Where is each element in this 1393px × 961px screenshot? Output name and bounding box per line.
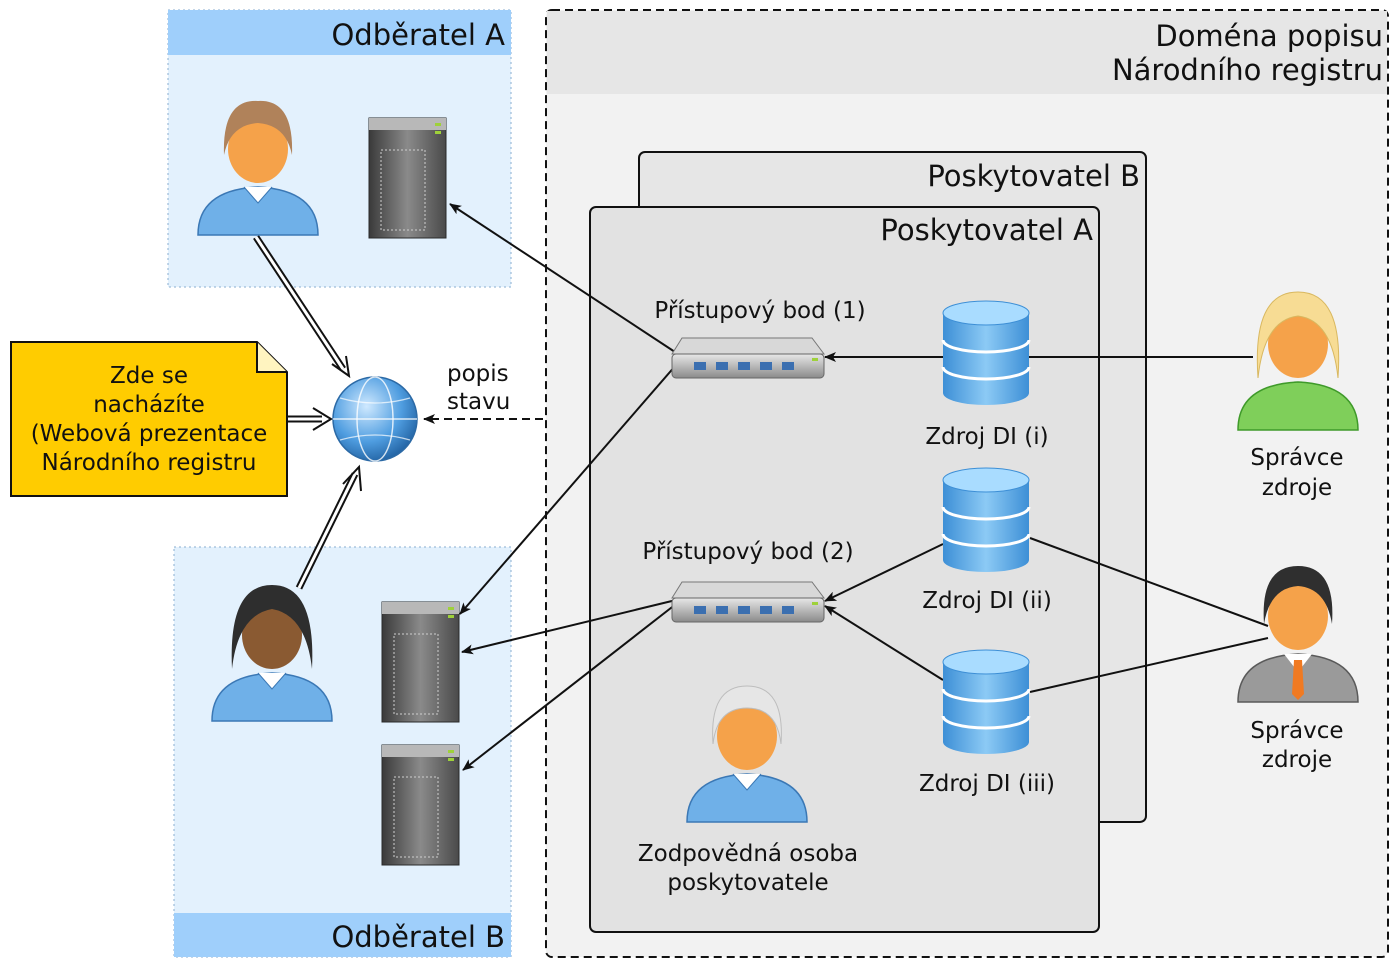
consumer-b-title: Odběratel B	[331, 920, 505, 954]
globe-icon	[332, 376, 418, 462]
access-point-1-label: Přístupový bod (1)	[654, 298, 865, 324]
database-icon	[941, 300, 1031, 405]
admin-2-label-line1: Správce	[1250, 718, 1343, 744]
domain-title-line1: Doména popisu	[1155, 19, 1383, 53]
edges	[253, 203, 1269, 771]
edge-note-to-globe	[286, 407, 333, 431]
consumer-b-group: Odběratel B	[173, 546, 512, 958]
server-icon	[381, 744, 460, 866]
note: Zde se nacházíte (Webová prezentace Náro…	[10, 341, 288, 497]
note-line3: (Webová prezentace	[31, 421, 268, 447]
consumer-a-header	[168, 10, 511, 55]
status-label-line1: popis	[447, 361, 509, 387]
note-line1: Zde se	[110, 363, 188, 389]
database-icon	[941, 467, 1031, 572]
note-icon	[10, 341, 288, 497]
access-point-2-label: Přístupový bod (2)	[642, 539, 853, 565]
server-icon	[381, 601, 460, 723]
user-icon	[197, 100, 319, 236]
source-1-label: Zdroj DI (i)	[925, 424, 1048, 450]
user-icon	[1237, 291, 1359, 431]
edge-source2-to-ap2	[824, 543, 944, 602]
network-switch-icon	[671, 337, 825, 379]
source-2-label: Zdroj DI (ii)	[922, 588, 1052, 614]
note-line2: nacházíte	[93, 392, 205, 418]
admin-2-label-line2: zdroje	[1262, 747, 1332, 773]
admin-1-label-line2: zdroje	[1262, 475, 1332, 501]
network-switch-icon	[671, 581, 825, 623]
note-line4: Národního registru	[42, 450, 257, 476]
edge-user-a-to-globe	[253, 235, 351, 379]
user-icon	[1237, 566, 1359, 703]
database-icon	[941, 649, 1031, 754]
server-icon	[368, 117, 447, 239]
domain-title-line2: Národního registru	[1112, 53, 1383, 87]
user-icon	[686, 685, 808, 823]
admin-1-label-line1: Správce	[1250, 445, 1343, 471]
consumer-b-box	[173, 546, 512, 958]
status-label-line2: stavu	[447, 389, 510, 415]
edge-ap1-to-server-b1	[459, 364, 677, 615]
provider-b-title: Poskytovatel B	[927, 159, 1140, 193]
responsible-label-line1: Zodpovědná osoba	[638, 841, 858, 867]
user-icon	[211, 585, 333, 722]
edge-ap2-to-server-b2	[462, 603, 677, 771]
domain-header	[547, 11, 1387, 94]
edge-ap2-to-server-b1	[461, 599, 677, 655]
edge-admin2-to-source3	[1029, 637, 1269, 693]
edge-source3-to-ap2	[824, 605, 944, 681]
consumer-b-header	[174, 913, 511, 957]
consumer-a-group: Odběratel A	[167, 9, 512, 288]
edge-admin2-to-source2	[1029, 537, 1269, 627]
responsible-label-line2: poskytovatele	[667, 870, 828, 896]
consumer-a-title: Odběratel A	[331, 18, 505, 52]
provider-a-title: Poskytovatel A	[880, 213, 1093, 247]
edge-ap1-to-server-a	[449, 203, 676, 353]
edge-user-b-to-globe	[295, 464, 362, 590]
source-3-label: Zdroj DI (iii)	[919, 771, 1055, 797]
